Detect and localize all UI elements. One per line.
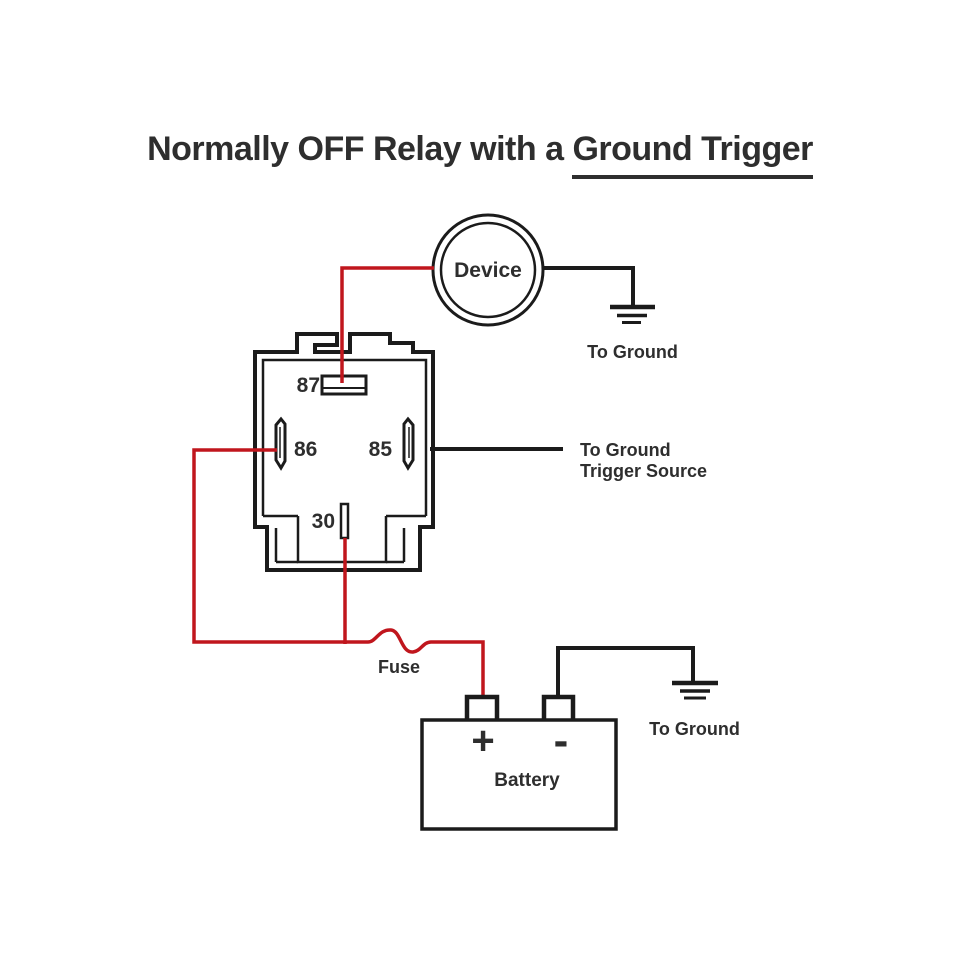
- pin-86-blade: [274, 416, 287, 471]
- ground-symbol-top: [610, 304, 655, 324]
- device-circle: [431, 213, 545, 327]
- fuse-label: Fuse: [377, 657, 420, 677]
- trigger-source-label: To Ground Trigger Source: [580, 440, 707, 482]
- battery-plus-sign: +: [471, 719, 495, 763]
- relay-outer-outline: [253, 332, 435, 572]
- ground-symbol-bottom: [672, 680, 718, 700]
- wire-86-supply-with-fuse: [192, 448, 485, 698]
- device-ground-label: To Ground: [587, 342, 678, 362]
- relay-inner-outline: [261, 358, 428, 564]
- hot-wiring: [192, 266, 485, 698]
- ground-wiring: [430, 266, 718, 700]
- pin-86-label: 86: [294, 438, 318, 461]
- pin-30-blade: [339, 502, 350, 540]
- wire-device-to-ground: [543, 266, 635, 307]
- battery-minus-sign: -: [553, 716, 569, 765]
- pin-87-label: 87: [296, 374, 320, 397]
- battery-ground-label: To Ground: [649, 719, 740, 739]
- battery-positive-terminal: [464, 694, 500, 724]
- trigger-source-line1: To Ground: [580, 440, 671, 460]
- pin-85-blade: [402, 416, 415, 471]
- wire-battery-to-ground: [556, 646, 695, 697]
- relay-body: [253, 332, 435, 572]
- battery-box: [420, 718, 618, 831]
- pin-30-label: 30: [311, 510, 335, 533]
- battery: [420, 694, 618, 831]
- title-underlined: Ground Trigger: [572, 130, 813, 179]
- relay-terminals: [274, 374, 415, 540]
- diagram-title: Normally OFF Relay with a Ground Trigger: [0, 130, 960, 179]
- pin-87-terminal: [320, 374, 368, 396]
- battery-label: Battery: [494, 770, 560, 791]
- title-prefix: Normally OFF Relay with a: [147, 130, 573, 168]
- trigger-source-line2: Trigger Source: [580, 461, 708, 481]
- device-label: Device: [454, 259, 522, 282]
- pin-85-label: 85: [368, 438, 392, 461]
- wire-87-to-device: [340, 266, 434, 383]
